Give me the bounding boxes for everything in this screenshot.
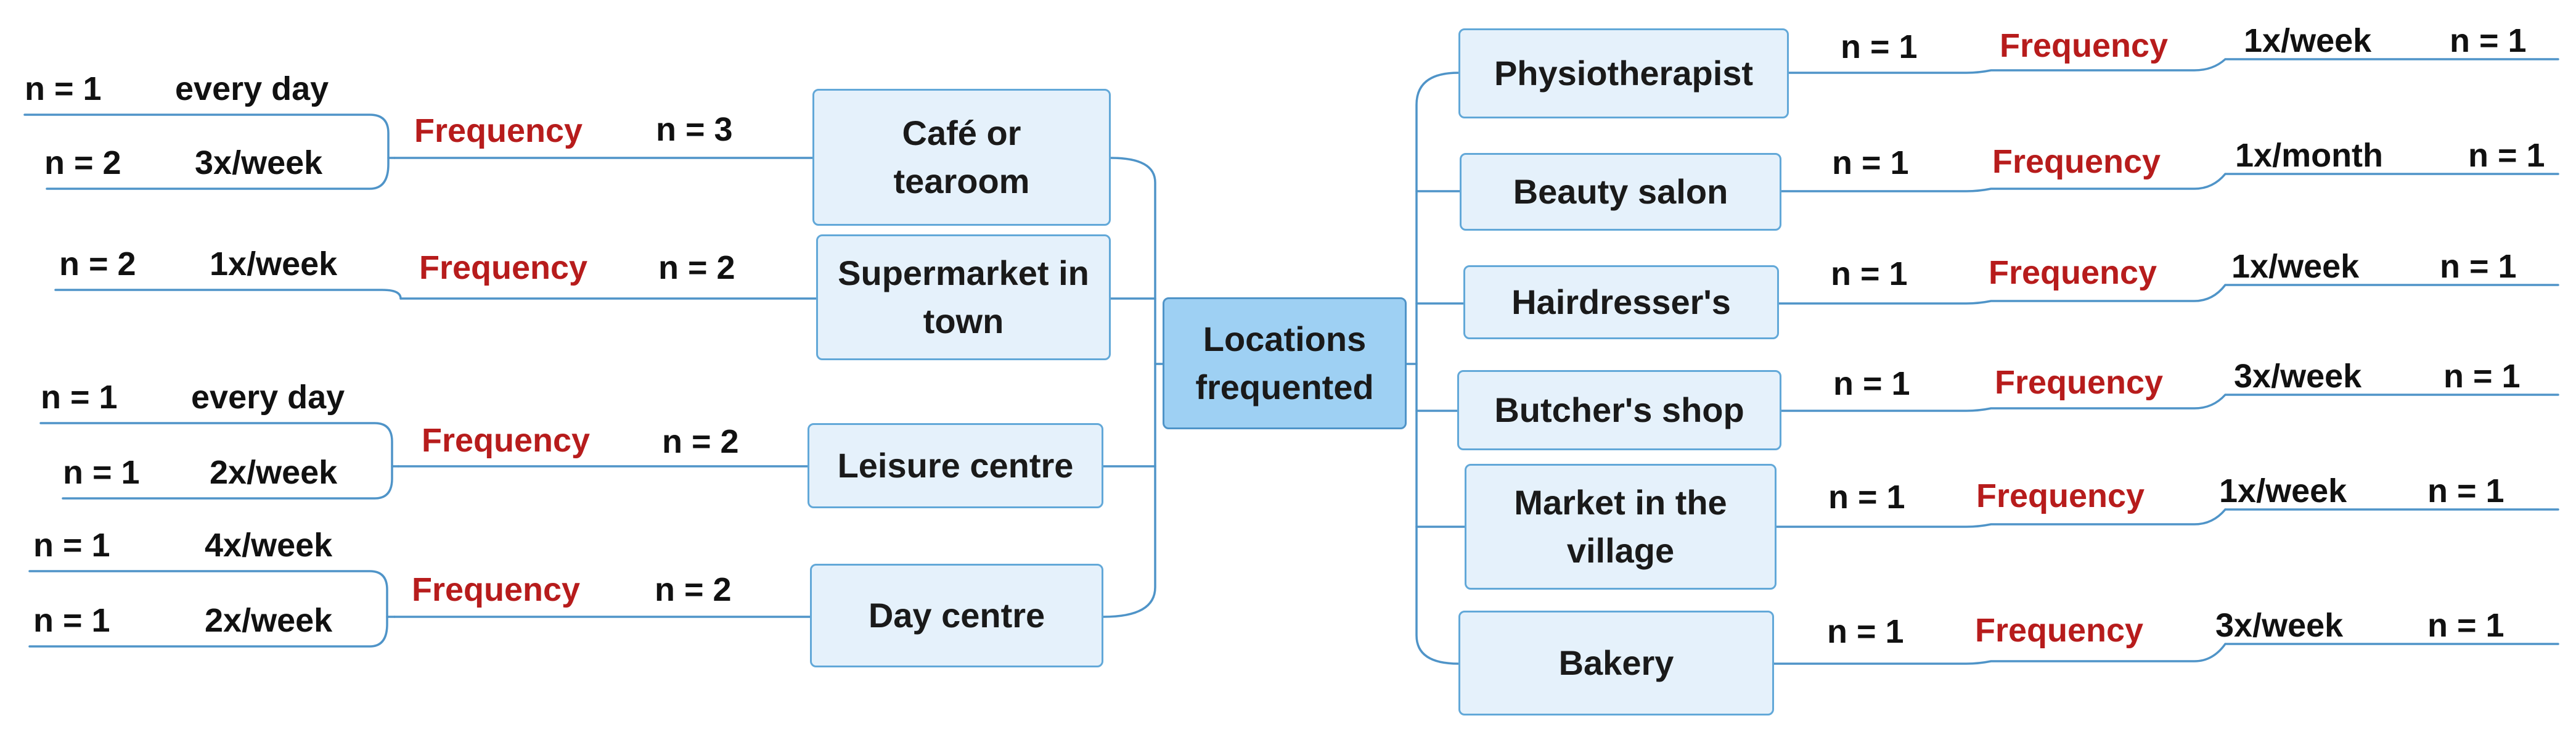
- cafe-row2-value: 3x/week: [195, 144, 323, 181]
- cafe-count: n = 3: [656, 111, 733, 148]
- node-day-centre: Day centre: [810, 564, 1103, 667]
- leisure-leaf-bracket: [39, 422, 393, 500]
- beauty-value: 1x/month: [2235, 137, 2384, 174]
- node-bakery: Bakery: [1458, 611, 1774, 715]
- bakery-value-n: n = 1: [2427, 607, 2504, 644]
- daycentre-count: n = 2: [655, 571, 732, 608]
- supermarket-row1-n: n = 2: [59, 245, 136, 282]
- cafe-frequency-label: Frequency: [414, 112, 583, 149]
- node-supermarket-in-town: Supermarket in town: [816, 234, 1111, 360]
- cafe-row1-value: every day: [175, 70, 329, 107]
- leisure-row2-value: 2x/week: [210, 454, 338, 491]
- daycentre-row2-n: n = 1: [33, 602, 110, 639]
- supermarket-row1-value: 1x/week: [210, 245, 338, 282]
- bakery-frequency-label: Frequency: [1975, 612, 2144, 649]
- beauty-value-n: n = 1: [2468, 137, 2545, 174]
- node-locations-frequented: Locations frequented: [1163, 297, 1407, 429]
- node-hairdressers: Hairdresser's: [1463, 265, 1779, 339]
- daycentre-frequency-label: Frequency: [412, 571, 581, 608]
- right-branch-line-4: [1775, 508, 2559, 528]
- supermarket-leaf-line: [54, 289, 402, 300]
- daycentre-row2-value: 2x/week: [205, 602, 333, 639]
- node-beauty-salon: Beauty salon: [1460, 153, 1781, 231]
- node-market-in-the-village: Market in the village: [1465, 464, 1777, 590]
- market-count: n = 1: [1828, 479, 1905, 516]
- leisure-row2-n: n = 1: [63, 454, 140, 491]
- right-branch-line-5: [1773, 643, 2559, 665]
- physio-count: n = 1: [1841, 28, 1918, 65]
- physio-frequency-label: Frequency: [2000, 27, 2169, 64]
- right-trunk-connector: [1415, 72, 1460, 665]
- market-frequency-label: Frequency: [1976, 477, 2145, 514]
- market-value: 1x/week: [2219, 472, 2347, 509]
- right-branch-line-1: [1780, 173, 2559, 192]
- leisure-count: n = 2: [662, 423, 739, 460]
- market-value-n: n = 1: [2427, 472, 2504, 509]
- butcher-count: n = 1: [1833, 365, 1910, 402]
- daycentre-leaf-bracket: [28, 570, 388, 648]
- hairdresser-value-n: n = 1: [2440, 248, 2517, 285]
- left-trunk-connector: [1102, 157, 1156, 618]
- beauty-frequency-label: Frequency: [1992, 143, 2161, 180]
- beauty-count: n = 1: [1832, 144, 1909, 181]
- node-physiotherapist: Physiotherapist: [1458, 28, 1789, 118]
- supermarket-frequency-label: Frequency: [419, 249, 588, 286]
- daycentre-row1-value: 4x/week: [205, 527, 333, 564]
- right-branch-line-2: [1778, 284, 2559, 305]
- leisure-frequency-label: Frequency: [422, 422, 591, 459]
- bakery-count: n = 1: [1827, 613, 1904, 650]
- supermarket-count: n = 2: [658, 249, 735, 286]
- butcher-value: 3x/week: [2234, 358, 2362, 395]
- daycentre-row1-n: n = 1: [33, 527, 110, 564]
- butcher-frequency-label: Frequency: [1995, 364, 2164, 401]
- node-butchers-shop: Butcher's shop: [1457, 370, 1781, 450]
- physio-value-n: n = 1: [2450, 22, 2527, 59]
- physio-value: 1x/week: [2244, 22, 2372, 59]
- right-branch-line-3: [1780, 394, 2559, 412]
- hairdresser-frequency-label: Frequency: [1989, 254, 2157, 291]
- leisure-row1-n: n = 1: [41, 379, 118, 416]
- hairdresser-count: n = 1: [1831, 255, 1908, 292]
- hairdresser-value: 1x/week: [2231, 248, 2360, 285]
- cafe-leaf-bracket: [23, 113, 390, 190]
- node-leisure-centre: Leisure centre: [808, 423, 1103, 508]
- cafe-row2-n: n = 2: [44, 144, 121, 181]
- node-cafe-or-tearoom: Café or tearoom: [812, 89, 1111, 226]
- cafe-row1-n: n = 1: [25, 70, 102, 107]
- bakery-value: 3x/week: [2215, 607, 2344, 644]
- right-branch-line-0: [1788, 58, 2559, 74]
- leisure-row1-value: every day: [191, 379, 345, 416]
- butcher-value-n: n = 1: [2443, 358, 2521, 395]
